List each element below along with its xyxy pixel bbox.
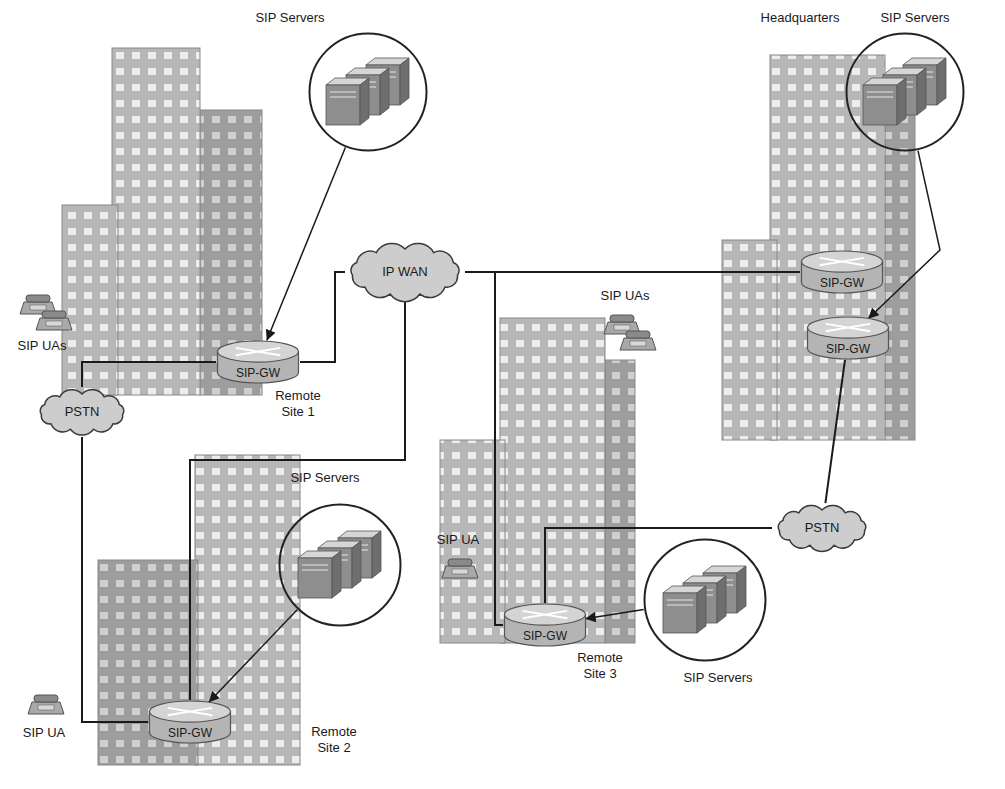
gateway-router: SIP-GWRemote Site 3 [503, 603, 587, 647]
building-wing [605, 360, 635, 643]
gateway-router: SIP-GWRemote Site 2 [148, 700, 232, 744]
server-cluster: SIP Servers [845, 32, 965, 152]
phone-icon [442, 559, 478, 578]
network-link [465, 271, 800, 273]
router-arrows [236, 348, 281, 355]
building-tower [112, 48, 200, 395]
server-arrow [585, 610, 643, 619]
gateway-name: SIP-GW [236, 366, 280, 380]
phone-icon [620, 331, 656, 350]
server-arrow [209, 610, 297, 702]
network-name: PSTN [65, 404, 100, 420]
network-link [82, 362, 216, 387]
router-top [505, 604, 586, 625]
cloud-shape [351, 243, 459, 301]
circle-outline [643, 538, 767, 662]
router-top [802, 251, 883, 272]
cloud-shape [40, 390, 124, 435]
building-annex [722, 240, 777, 440]
server-group-name: SIP Servers [880, 10, 949, 26]
gateway-router: SIP-GWRemote Site 1 [216, 340, 300, 384]
circle-outline [845, 32, 965, 152]
building-tower [500, 318, 605, 643]
user-agent-name: SIP UA [437, 532, 479, 548]
router-arrows [820, 258, 865, 265]
user-agent-name: SIP UA [23, 725, 65, 741]
router-top [218, 341, 299, 362]
building-wing [885, 95, 915, 440]
network-name: PSTN [805, 520, 840, 536]
router-top [150, 701, 231, 722]
server-arrow [267, 148, 346, 341]
circle-outline [308, 32, 428, 152]
gateway-name: SIP-GW [826, 342, 870, 356]
gateway-name: SIP-GW [168, 726, 212, 740]
network-link [825, 360, 845, 503]
building [98, 455, 300, 765]
network-link [300, 272, 345, 362]
server-icon [298, 531, 381, 598]
site-name: Remote Site 3 [572, 650, 628, 681]
group-ring [310, 34, 427, 151]
server-cluster: SIP Servers [278, 503, 402, 627]
server-group-name: SIP Servers [255, 10, 324, 26]
router-arrows [826, 324, 871, 331]
group-ring [847, 34, 964, 151]
router-top [808, 317, 889, 338]
site-name: Remote Site 1 [270, 388, 326, 419]
network-cloud: PSTN [34, 387, 130, 437]
server-icon [863, 58, 946, 125]
user-agent-name: SIP UAs [18, 338, 67, 354]
network-link [82, 437, 148, 722]
server-icon [326, 58, 409, 125]
server-group-name: SIP Servers [290, 470, 359, 486]
phone-icon [36, 311, 72, 330]
building [440, 318, 635, 643]
server-arrow [868, 151, 940, 319]
network-name: IP WAN [382, 264, 428, 280]
group-ring [645, 540, 766, 661]
circle-outline [278, 503, 402, 627]
building-name: Headquarters [761, 10, 840, 26]
server-cluster: SIP Servers [308, 32, 428, 152]
network-link [465, 272, 503, 625]
site-name: Remote Site 2 [306, 724, 362, 755]
router-arrows [523, 611, 568, 618]
server-cluster: SIP Servers [643, 538, 767, 662]
network-link [190, 302, 405, 700]
building-annex [62, 205, 118, 395]
phone-icon [28, 695, 64, 714]
network-cloud: PSTN [772, 503, 872, 553]
gateway-router: SIP-GW [806, 316, 890, 360]
gateway-name: SIP-GW [820, 276, 864, 290]
network-cloud: IP WAN [345, 242, 465, 302]
user-agent-name: SIP UAs [601, 288, 650, 304]
group-ring [280, 505, 401, 626]
router-arrows [168, 708, 213, 715]
gateway-router: SIP-GW [800, 250, 884, 294]
server-icon [663, 566, 746, 633]
cloud-shape [778, 505, 865, 551]
gateway-name: SIP-GW [523, 629, 567, 643]
server-group-name: SIP Servers [683, 670, 752, 686]
network-link [545, 528, 772, 603]
